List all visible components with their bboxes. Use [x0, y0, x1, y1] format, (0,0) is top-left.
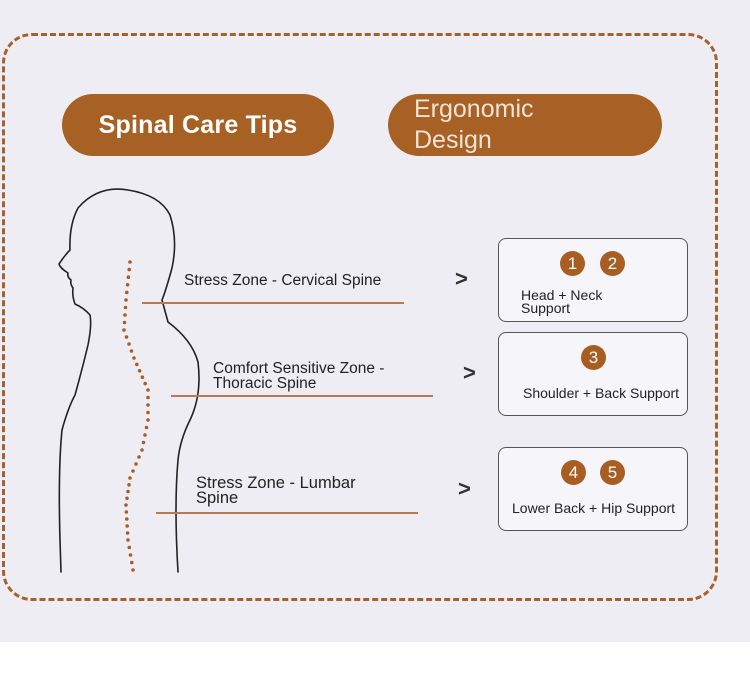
spine-dot	[137, 369, 142, 373]
dashed-frame	[2, 33, 718, 601]
cervical-zone-line	[142, 302, 404, 304]
spine-dot	[132, 356, 136, 360]
spine-dot	[124, 298, 128, 302]
ergonomic-design-title: Ergonomic Design	[414, 95, 534, 154]
spine-dot	[125, 531, 130, 535]
spine-dot	[122, 320, 127, 325]
ergonomic-design-pill: Ergonomic Design	[388, 94, 662, 156]
spine-dot	[128, 553, 133, 557]
spine-dot	[140, 448, 144, 452]
spine-dot	[134, 462, 138, 466]
spine-dot	[131, 568, 135, 572]
spine-dot	[124, 503, 128, 507]
spinal-care-tips-pill: Spinal Care Tips	[62, 94, 334, 156]
spine-dot	[123, 313, 127, 317]
spine-dot	[146, 395, 150, 400]
lumbar-zone-label: Stress Zone - Lumbar Spine	[196, 474, 356, 507]
spine-dot	[123, 305, 128, 310]
spine-dot	[146, 403, 150, 407]
spine-dot	[140, 375, 145, 380]
spine-dot	[143, 381, 147, 386]
cervical-zone-label: Stress Zone - Cervical Spine	[184, 272, 382, 289]
spine-dot	[144, 425, 149, 430]
spine-dot	[125, 517, 129, 521]
spine-dot	[131, 469, 135, 473]
spine-dot	[127, 267, 131, 272]
spine-dot	[128, 476, 132, 480]
spine-dot	[124, 510, 129, 514]
card-text: Lower Back + Hip Support	[512, 500, 676, 516]
spine-dot	[129, 349, 134, 353]
number-badge: 4	[561, 460, 586, 485]
number-badge: 1	[560, 251, 585, 276]
number-badge: 3	[581, 345, 606, 370]
spine-dot	[127, 483, 131, 487]
card-text: Head + Neck Support	[521, 287, 603, 316]
shoulder-back-support-card: 3 Shoulder + Back Support	[498, 332, 688, 416]
spine-dot	[146, 410, 150, 415]
spine-dot	[128, 260, 132, 264]
card-text: Shoulder + Back Support	[523, 385, 680, 401]
spine-dot	[143, 433, 147, 437]
spine-dot	[126, 489, 130, 494]
spinal-care-tips-title: Spinal Care Tips	[98, 110, 298, 139]
cervical-arrow: >	[455, 266, 468, 291]
spine-dot	[146, 418, 150, 422]
number-badge: 5	[600, 460, 625, 485]
canvas: Spinal Care Tips Ergonomic Design Stress…	[0, 0, 750, 642]
spine-dot	[125, 524, 129, 528]
spine-dot	[135, 362, 139, 367]
spine-dots	[122, 260, 150, 572]
head-neck-support-card: 1 2 Head + Neck Support	[498, 238, 688, 322]
spine-dot	[125, 496, 129, 501]
spine-dot	[124, 335, 129, 339]
spine-dot	[141, 440, 146, 445]
spine-dot	[137, 455, 141, 459]
spine-dot	[122, 328, 126, 332]
spine-dot	[127, 545, 132, 550]
spine-dot	[146, 388, 150, 392]
lumbar-zone-line	[156, 512, 418, 514]
number-badge: 2	[600, 251, 625, 276]
thoracic-zone-line	[171, 395, 433, 397]
spine-dot	[126, 538, 130, 542]
human-silhouette-figure	[58, 188, 200, 573]
thoracic-arrow: >	[463, 360, 476, 385]
lumbar-arrow: >	[458, 476, 471, 501]
spine-dot	[127, 342, 131, 346]
body-outline	[58, 188, 200, 573]
spine-dot	[125, 283, 130, 287]
spine-dot	[126, 275, 131, 280]
spine-dot	[130, 560, 134, 565]
spine-dot	[125, 290, 129, 295]
lower-back-hip-support-card: 4 5 Lower Back + Hip Support	[498, 447, 688, 531]
thoracic-zone-label: Comfort Sensitive Zone - Thoracic Spine	[213, 360, 385, 392]
